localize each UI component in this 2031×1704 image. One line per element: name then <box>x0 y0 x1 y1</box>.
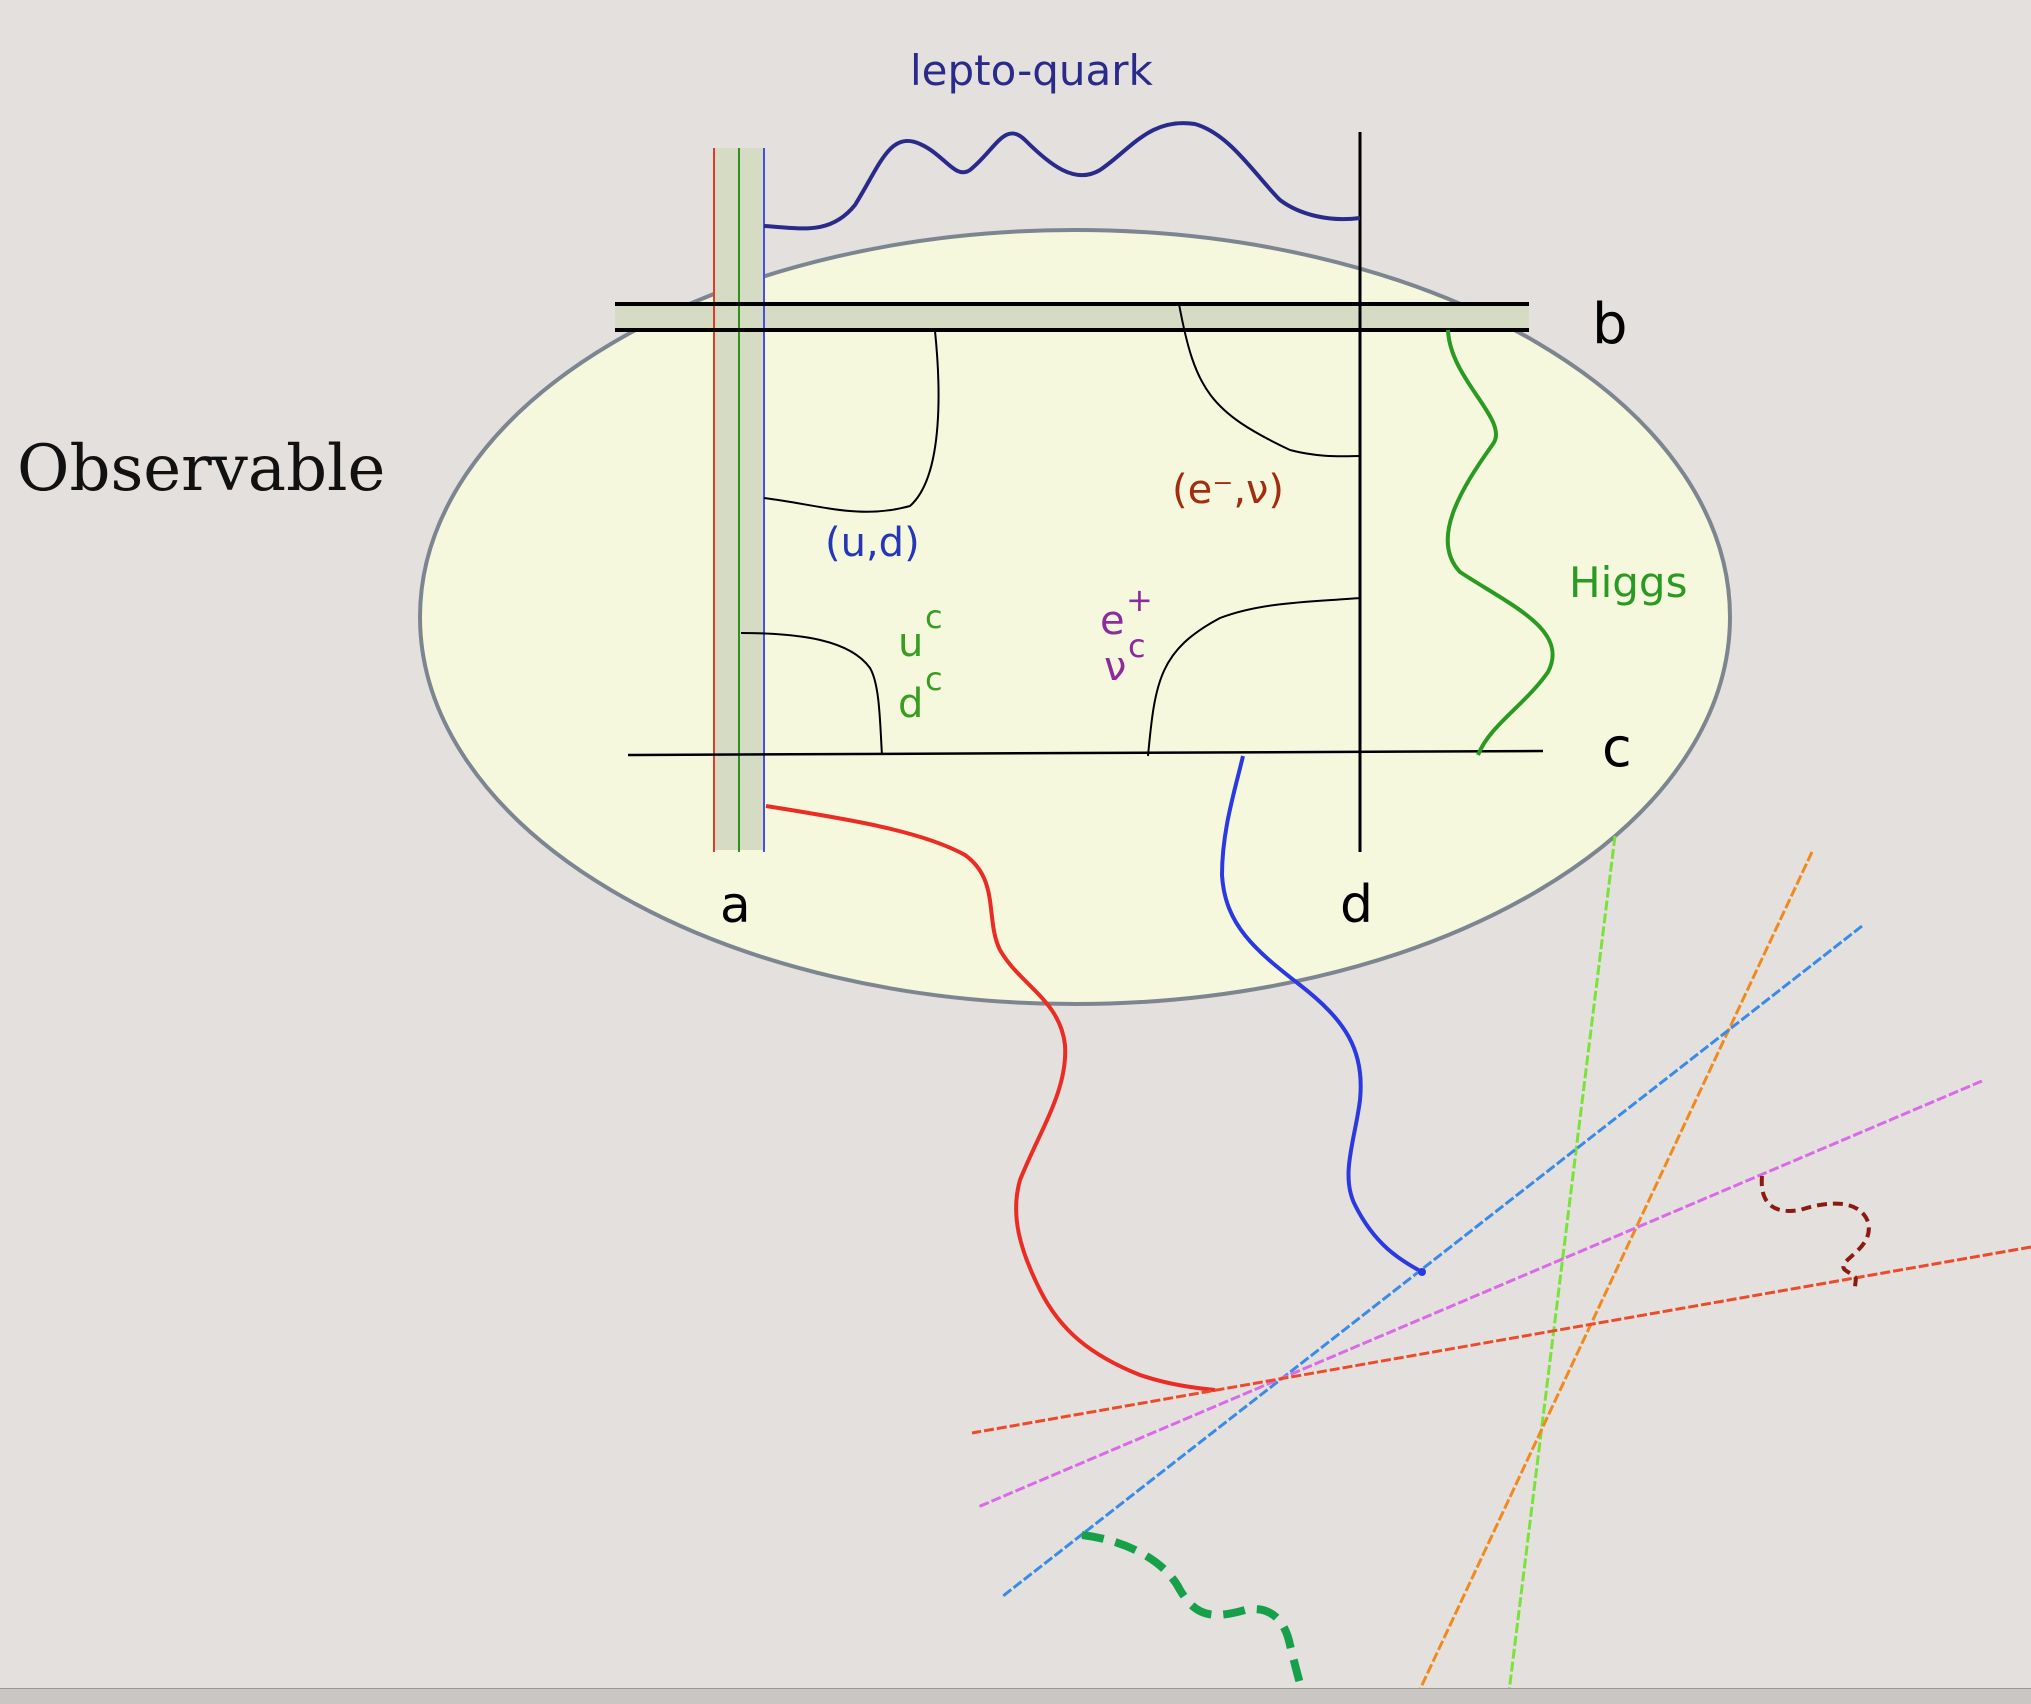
lepton-doublet-curve <box>1178 303 1361 458</box>
observable-label: Observable <box>17 432 385 506</box>
lepton-doublet-label: (e⁻,ν) <box>1172 467 1284 513</box>
u-superscript: c <box>925 598 943 636</box>
d-superscript: c <box>925 660 943 698</box>
higgs-wave <box>1445 329 1555 756</box>
nu-superscript: c <box>1128 627 1146 665</box>
blue-vertex-dot <box>1418 1268 1426 1276</box>
jet-line-blue <box>1002 924 1863 1598</box>
right-quarks-label: u c d c <box>898 598 943 727</box>
quark-doublet-curve <box>763 330 940 513</box>
lepto-quark-label: lepto-quark <box>910 46 1154 95</box>
e-label: e <box>1100 598 1125 644</box>
bottom-edge-bar <box>0 1688 2031 1704</box>
brane-b-label: b <box>1592 292 1628 357</box>
brane-b-band <box>615 304 1529 330</box>
lepto-quark-wave <box>763 121 1361 231</box>
jet-lines <box>971 835 2031 1701</box>
blue-particle-line <box>1219 755 1423 1274</box>
u-label: u <box>898 620 923 666</box>
green-dashed-wave <box>1081 1531 1309 1702</box>
right-leptons-label: e + ν c <box>1100 581 1153 690</box>
right-quark-curve <box>740 632 883 756</box>
higgs-label: Higgs <box>1569 558 1687 607</box>
brane-a-label: a <box>720 876 751 934</box>
observable-region-ellipse <box>418 228 1732 1006</box>
brane-d-label: d <box>1340 875 1373 935</box>
jet-line-red <box>971 1245 2031 1435</box>
nu-label: ν <box>1104 644 1126 690</box>
jet-line-green <box>1506 835 1617 1701</box>
quark-doublet-label: (u,d) <box>825 520 920 566</box>
red-particle-line <box>765 804 1216 1392</box>
jet-line-violet <box>977 1079 1983 1509</box>
brane-c-line <box>627 749 1544 757</box>
dark-red-dashed-wave <box>1759 1175 1871 1291</box>
e-superscript: + <box>1126 581 1153 619</box>
brane-c-label: c <box>1602 716 1632 779</box>
jet-line-orange <box>1413 851 1814 1701</box>
right-lepton-curve <box>1147 597 1361 757</box>
d-label: d <box>898 681 923 727</box>
